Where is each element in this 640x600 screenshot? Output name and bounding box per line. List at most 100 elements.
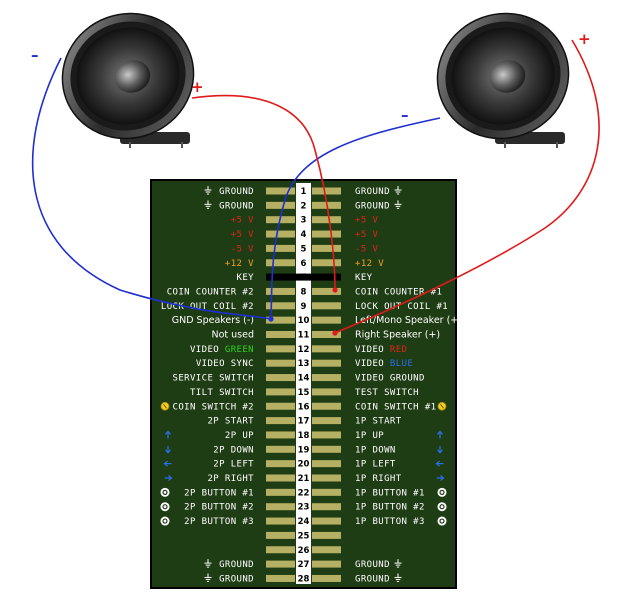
left-pin-label: GROUND xyxy=(219,560,254,570)
left-pad xyxy=(266,259,295,267)
speaker-wires xyxy=(31,39,600,336)
right-pin-label: 1P BUTTON #3 xyxy=(355,517,425,527)
left-pad xyxy=(266,244,295,252)
left-pad xyxy=(266,345,295,353)
right-pad xyxy=(312,216,341,224)
left-pad xyxy=(266,287,295,295)
button-icon xyxy=(437,487,447,497)
right-pin-label: GROUND xyxy=(355,201,390,211)
button-icon xyxy=(160,516,170,526)
right-pad xyxy=(312,402,341,410)
pin-number: 8 xyxy=(301,287,307,297)
right-pin-label: Left/Mono Speaker (+) xyxy=(355,315,462,326)
right-pin-label: VIDEO RED xyxy=(355,345,407,355)
pin-number: 27 xyxy=(298,560,310,570)
right-speaker-minus-label: – xyxy=(401,106,409,124)
left-pin-label: Not used xyxy=(211,330,254,341)
pin-number: 17 xyxy=(298,417,310,427)
left-pin-label: GROUND xyxy=(219,201,254,211)
left-pad xyxy=(266,431,295,439)
negative-wire-junction xyxy=(268,316,274,322)
left-pin-label: 2P BUTTON #1 xyxy=(184,488,254,498)
pin-number: 21 xyxy=(298,474,310,484)
left-pad xyxy=(266,517,295,525)
right-pin-label: TEST SWITCH xyxy=(355,388,419,398)
left-speaker-minus-label: – xyxy=(31,46,39,64)
pin-number: 22 xyxy=(298,488,310,498)
pin-number: 14 xyxy=(298,374,310,384)
left-pin-label: 2P RIGHT xyxy=(207,474,254,484)
right-pin-label: LOCK OUT COIL #1 xyxy=(355,302,448,312)
left-speaker-positive-wire xyxy=(191,94,336,291)
right-pad xyxy=(312,230,341,238)
right-pin-label: +12 V xyxy=(355,259,384,269)
ground-icon xyxy=(204,559,212,568)
left-pin-label: +5 V xyxy=(231,230,254,240)
left-positive-wire-terminal xyxy=(332,287,338,293)
pin-number: 20 xyxy=(298,460,310,470)
pin-number-strip xyxy=(296,183,311,584)
right-pin-label: 1P LEFT xyxy=(355,460,396,470)
left-pad xyxy=(266,560,295,568)
right-pin-label: GROUND xyxy=(355,574,390,584)
arrow-down-icon xyxy=(165,445,171,454)
right-pad xyxy=(312,560,341,568)
right-pad xyxy=(312,445,341,453)
right-pad xyxy=(312,359,341,367)
left-pad xyxy=(266,273,295,281)
pin-number: 2 xyxy=(301,201,307,211)
left-pad xyxy=(266,302,295,310)
left-pad xyxy=(266,445,295,453)
left-pin-label: GND Speakers (-) xyxy=(172,315,254,326)
right-pad xyxy=(312,546,341,554)
left-speaker-plus-label: + xyxy=(191,78,204,96)
ground-icon xyxy=(204,186,212,195)
right-speaker xyxy=(436,12,570,148)
speaker-dust-cap xyxy=(114,60,151,93)
pin-row: 3+5 V+5 V xyxy=(231,216,378,226)
pin-number: 28 xyxy=(298,574,310,584)
left-pin-label: VIDEO GREEN xyxy=(190,345,254,355)
pin-number: 5 xyxy=(301,244,307,254)
left-pad xyxy=(266,374,295,382)
button-icon xyxy=(437,516,447,526)
right-pin-label: 1P START xyxy=(355,417,402,427)
pin-row: 4+5 V+5 V xyxy=(231,230,378,240)
left-pin-label: GROUND xyxy=(219,574,254,584)
pin-number: 6 xyxy=(301,259,307,269)
pin-number: 4 xyxy=(301,230,307,240)
pin-number: 7 xyxy=(301,273,307,283)
right-pin-label: VIDEO GROUND xyxy=(355,374,425,384)
right-speaker-negative-wire xyxy=(270,117,441,320)
pin-number: 15 xyxy=(298,388,310,398)
right-pad xyxy=(312,460,341,468)
right-pad xyxy=(312,287,341,295)
pin-number: 23 xyxy=(298,503,310,513)
left-pad xyxy=(266,388,295,396)
right-pad xyxy=(312,488,341,496)
right-pad xyxy=(312,345,341,353)
left-pad xyxy=(266,546,295,554)
right-pad xyxy=(312,331,341,338)
right-pad xyxy=(312,316,341,324)
pin-number: 18 xyxy=(298,431,310,441)
right-pad xyxy=(312,517,341,525)
right-pin-label: VIDEO BLUE xyxy=(355,359,413,369)
right-pad xyxy=(312,273,341,281)
right-pad xyxy=(312,503,341,511)
left-pad xyxy=(266,488,295,496)
left-pad xyxy=(266,201,295,209)
pin-number: 19 xyxy=(298,445,310,455)
pin-row: 25 xyxy=(266,531,341,541)
